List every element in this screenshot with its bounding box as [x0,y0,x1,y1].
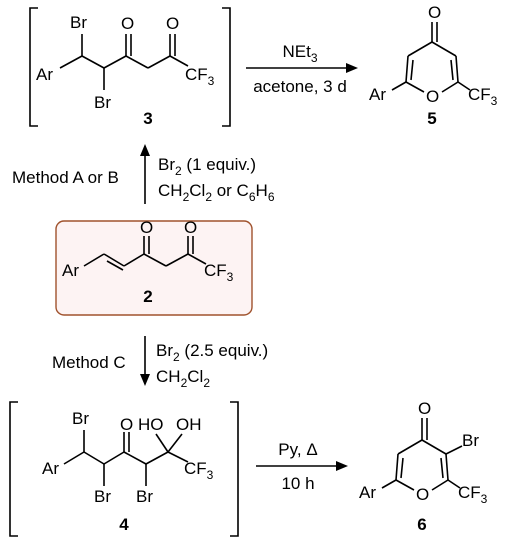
reagent-br2-1equiv: Br2 (1 equiv.) [158,155,256,178]
reagent-br2-2-5equiv: Br2 (2.5 equiv.) [156,341,268,364]
c3-ar-label: Ar [36,65,53,84]
compound-3: Br Ar Br O O CF3 3 [29,7,231,128]
solvent-ch2cl2-or-c6h6: CH2Cl2 or C6H6 [158,181,275,204]
c2-o2-label: O [184,218,197,237]
arrowhead [336,461,348,471]
c5-cf3-label: CF3 [468,85,498,108]
c2-number: 2 [143,287,152,306]
arrowhead [140,144,150,156]
c4-ar-label: Ar [42,459,59,478]
c2-cf3-label: CF3 [204,261,234,284]
c3-number: 3 [143,109,152,128]
c3-br1-label: Br [70,13,87,32]
c5-number: 5 [427,109,436,128]
c4-number: 4 [119,515,129,534]
c6-number: 6 [417,515,426,534]
c3-o2-label: O [166,14,179,33]
bracket-left-4 [9,401,18,537]
arrow-2-to-4: Method C Br2 (2.5 equiv.) CH2Cl2 [52,336,268,390]
c3-cf3-label: CF3 [185,65,215,88]
condition-acetone: acetone, 3 d [253,77,347,96]
c4-br2-label: Br [94,487,111,506]
compound-2-box [55,220,253,316]
compound-5: O Ar O CF3 5 [369,3,498,128]
arrowhead [140,374,150,386]
solvent-ch2cl2: CH2Cl2 [156,367,210,390]
arrow-4-to-6: Py, Δ 10 h [256,440,348,493]
c3-br2-label: Br [94,93,111,112]
arrowhead [346,63,358,73]
c2-o1-label: O [140,218,153,237]
method-c: Method C [52,353,126,372]
c6-ar-label: Ar [359,483,376,502]
c6-cf3-label: CF3 [458,483,488,506]
c4-cf3-label: CF3 [184,459,214,482]
reagent-py-heat: Py, Δ [278,440,317,459]
c5-o-keto-label: O [428,3,441,22]
compound-4: Br Ar Br Br O HO OH CF3 4 [9,401,239,537]
c6-o-keto-label: O [418,399,431,418]
c4-br1-label: Br [72,409,89,428]
c4-ho-label: HO [138,415,164,434]
compound-6: O Br Ar O CF3 6 [359,399,488,534]
reagent-net3: NEt3 [282,42,317,65]
c4-o1-label: O [120,415,133,434]
bracket-left-3 [29,7,38,127]
c2-ar-label: Ar [62,261,79,280]
arrow-2-to-3: Method A or B Br2 (1 equiv.) CH2Cl2 or C… [12,144,275,204]
c5-ar-label: Ar [369,85,386,104]
c4-oh-label: OH [176,415,202,434]
compound-2: Ar O O CF3 2 [55,218,253,316]
bracket-right-3 [222,7,231,127]
c3-o1-label: O [121,14,134,33]
c6-o-ring-label: O [416,485,429,504]
c4-br3-label: Br [136,487,153,506]
method-a-or-b: Method A or B [12,168,119,187]
c6-br-label: Br [462,431,479,450]
bracket-right-4 [230,401,239,537]
c5-o-ring-label: O [426,87,439,106]
arrow-3-to-5: NEt3 acetone, 3 d [246,42,358,96]
condition-10h: 10 h [281,474,314,493]
